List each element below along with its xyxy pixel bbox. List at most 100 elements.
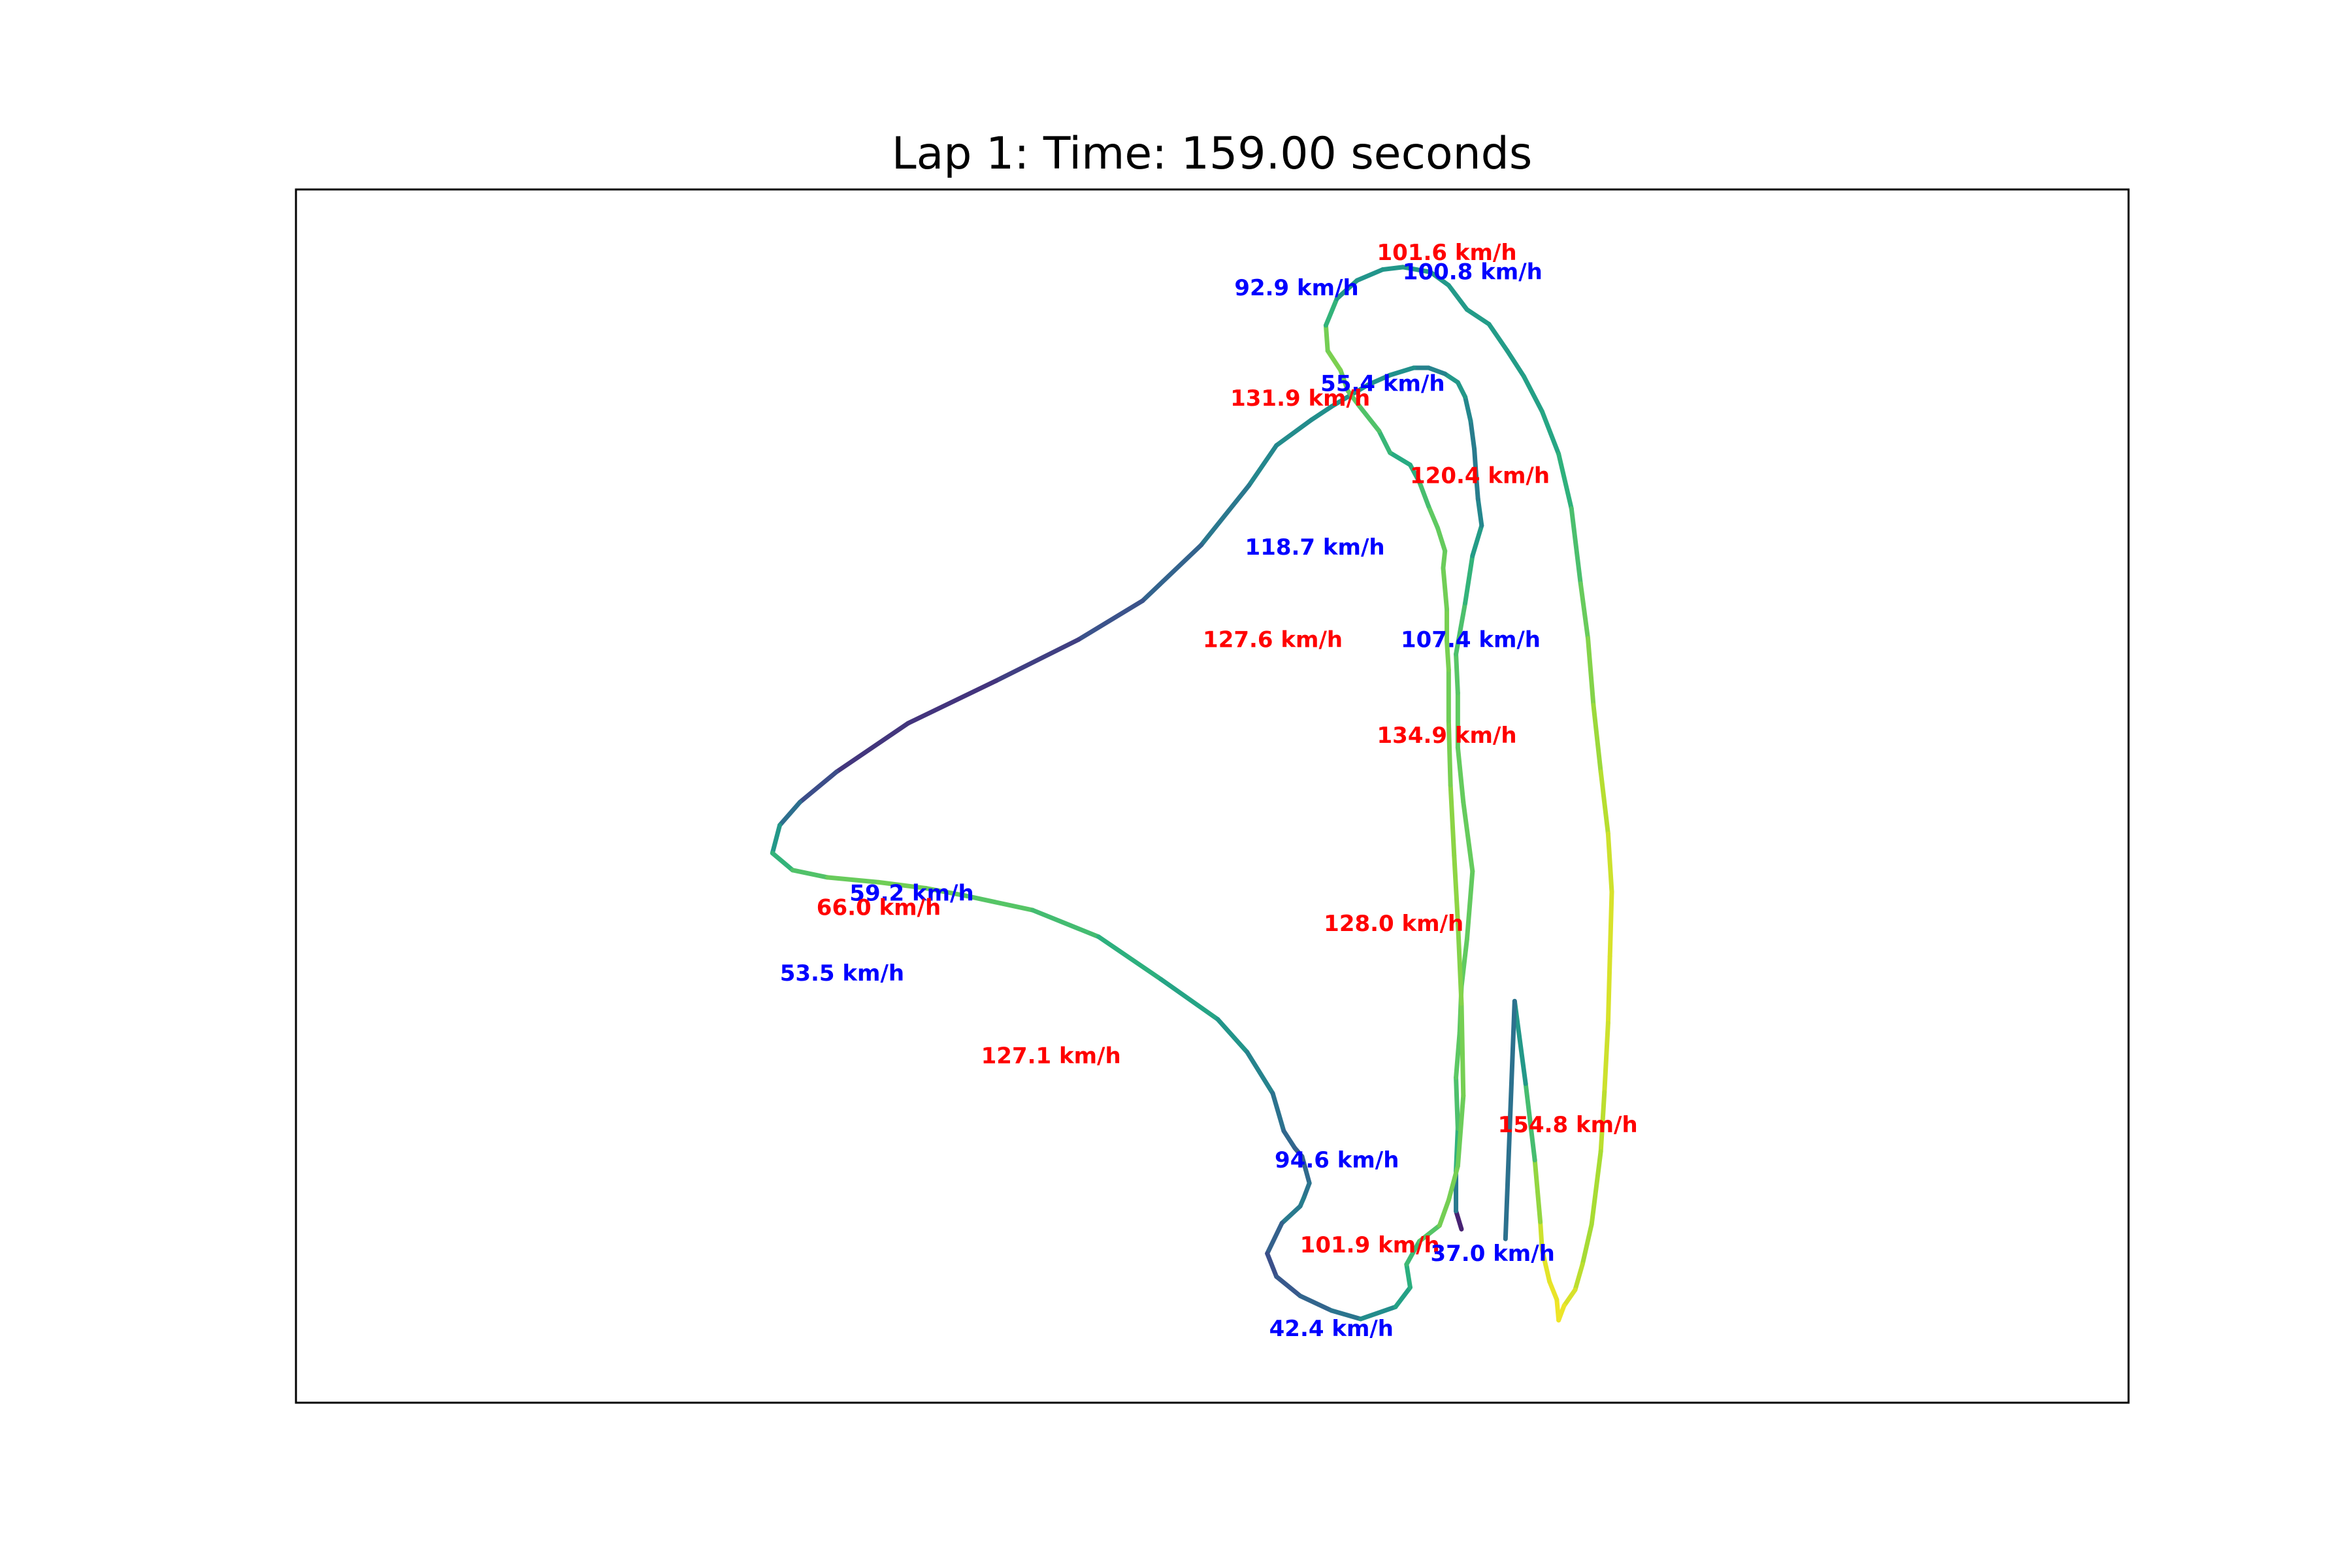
- track-segment: [1265, 1251, 1279, 1279]
- track-segment: [797, 769, 839, 805]
- track-segment: [1435, 525, 1448, 553]
- track-segment: [1407, 463, 1422, 485]
- track-segment: [1556, 451, 1574, 511]
- track-segment: [1377, 429, 1393, 455]
- track-segment: [1358, 1304, 1398, 1322]
- track-segment: [1454, 1075, 1460, 1131]
- track-segment: [1404, 1239, 1422, 1267]
- speed-label: 53.5 km/h: [780, 960, 904, 987]
- track-segment: [924, 886, 968, 898]
- track-segment: [770, 851, 795, 873]
- track-segment: [1591, 702, 1603, 774]
- track-segment: [1426, 504, 1441, 531]
- track-segment: [1441, 565, 1450, 612]
- track-segment: [1464, 307, 1492, 327]
- track-segment: [994, 637, 1081, 683]
- track-segment: [1404, 1262, 1413, 1290]
- track-segment: [1199, 483, 1252, 547]
- track-segment: [1455, 1093, 1466, 1169]
- axes-frame: [295, 188, 2130, 1404]
- track-segment: [1461, 800, 1475, 874]
- track-segment: [1437, 1198, 1451, 1228]
- track-segment: [1303, 1167, 1312, 1186]
- speed-label: 92.9 km/h: [1234, 275, 1358, 301]
- track-segment: [834, 721, 911, 774]
- track-segment: [1605, 954, 1612, 1026]
- track-segment: [1505, 348, 1526, 379]
- track-segment: [1573, 1262, 1585, 1292]
- track-segment: [770, 823, 783, 856]
- track-segment: [1428, 269, 1451, 288]
- track-segment: [1416, 1223, 1442, 1244]
- track-segment: [1554, 1297, 1561, 1323]
- track-segment: [1470, 523, 1484, 559]
- track-segment: [1323, 296, 1339, 328]
- track-segment: [1158, 977, 1220, 1022]
- speed-label: 42.4 km/h: [1269, 1316, 1394, 1342]
- speed-label: 128.0 km/h: [1324, 911, 1463, 937]
- track-segment: [1463, 553, 1475, 606]
- track-segment: [1459, 1001, 1466, 1098]
- track-segment: [1539, 1247, 1552, 1284]
- track-segment: [1393, 1285, 1413, 1309]
- track-segment: [1532, 1158, 1543, 1224]
- track-segment: [962, 893, 1036, 913]
- track-segment: [1454, 1030, 1462, 1080]
- speed-label: 101.6 km/h: [1377, 240, 1517, 266]
- track-segment: [1586, 636, 1596, 708]
- track-segment: [1426, 365, 1448, 376]
- track-segment: [1299, 1154, 1309, 1172]
- track-segment: [1569, 506, 1583, 587]
- track-segment: [1443, 371, 1460, 385]
- track-segment: [876, 879, 929, 891]
- track-segment: [790, 868, 830, 880]
- track-segment: [1445, 638, 1451, 672]
- speed-label: 134.9 km/h: [1377, 723, 1517, 749]
- track-segment: [1452, 853, 1460, 924]
- speed-label: 55.4 km/h: [1320, 370, 1445, 397]
- track-segment: [1473, 473, 1480, 502]
- track-segment: [1325, 348, 1343, 373]
- track-segment: [1281, 1128, 1298, 1151]
- track-segment: [1365, 372, 1393, 387]
- track-segment: [1538, 1219, 1544, 1252]
- track-segment: [1455, 745, 1466, 805]
- track-segment: [1547, 1279, 1560, 1302]
- track-segment: [1475, 497, 1484, 528]
- track-segment: [1486, 321, 1510, 353]
- track-segment: [1416, 480, 1431, 509]
- track-segment: [1455, 919, 1464, 1006]
- track-segment: [1446, 283, 1469, 312]
- chart-title: Lap 1: Time: 159.00 seconds: [891, 128, 1533, 180]
- track-segment: [1215, 1017, 1250, 1054]
- track-segment: [1589, 1149, 1603, 1227]
- speed-label: 59.2 km/h: [849, 880, 973, 906]
- track-segment: [1598, 1090, 1607, 1154]
- track-segment: [1247, 443, 1279, 488]
- track-segment: [1388, 450, 1413, 468]
- speed-label: 100.8 km/h: [1403, 259, 1543, 286]
- speed-label: 120.4 km/h: [1410, 463, 1550, 489]
- track-segment: [1446, 1164, 1460, 1203]
- track-segment: [1578, 581, 1591, 641]
- track-segment: [1455, 380, 1468, 400]
- track-segment: [906, 678, 999, 726]
- speed-label: 107.4 km/h: [1401, 627, 1541, 653]
- speed-label: 127.1 km/h: [981, 1043, 1121, 1069]
- track-segment: [1279, 1203, 1303, 1226]
- track-segment: [1607, 889, 1614, 959]
- track-segment: [1463, 395, 1473, 424]
- track-segment: [1448, 783, 1457, 858]
- track-segment: [1301, 1181, 1312, 1200]
- track-segment: [1454, 1209, 1464, 1232]
- track-segment: [1454, 651, 1460, 696]
- track-segment: [1329, 1308, 1364, 1322]
- track-segment: [1270, 1090, 1286, 1134]
- track-segment: [1602, 1021, 1610, 1095]
- track-segment: [1523, 1081, 1537, 1163]
- track-segment: [1140, 542, 1204, 604]
- track-segment: [1400, 265, 1433, 274]
- track-segment: [1323, 323, 1330, 353]
- track-segment: [1464, 869, 1475, 942]
